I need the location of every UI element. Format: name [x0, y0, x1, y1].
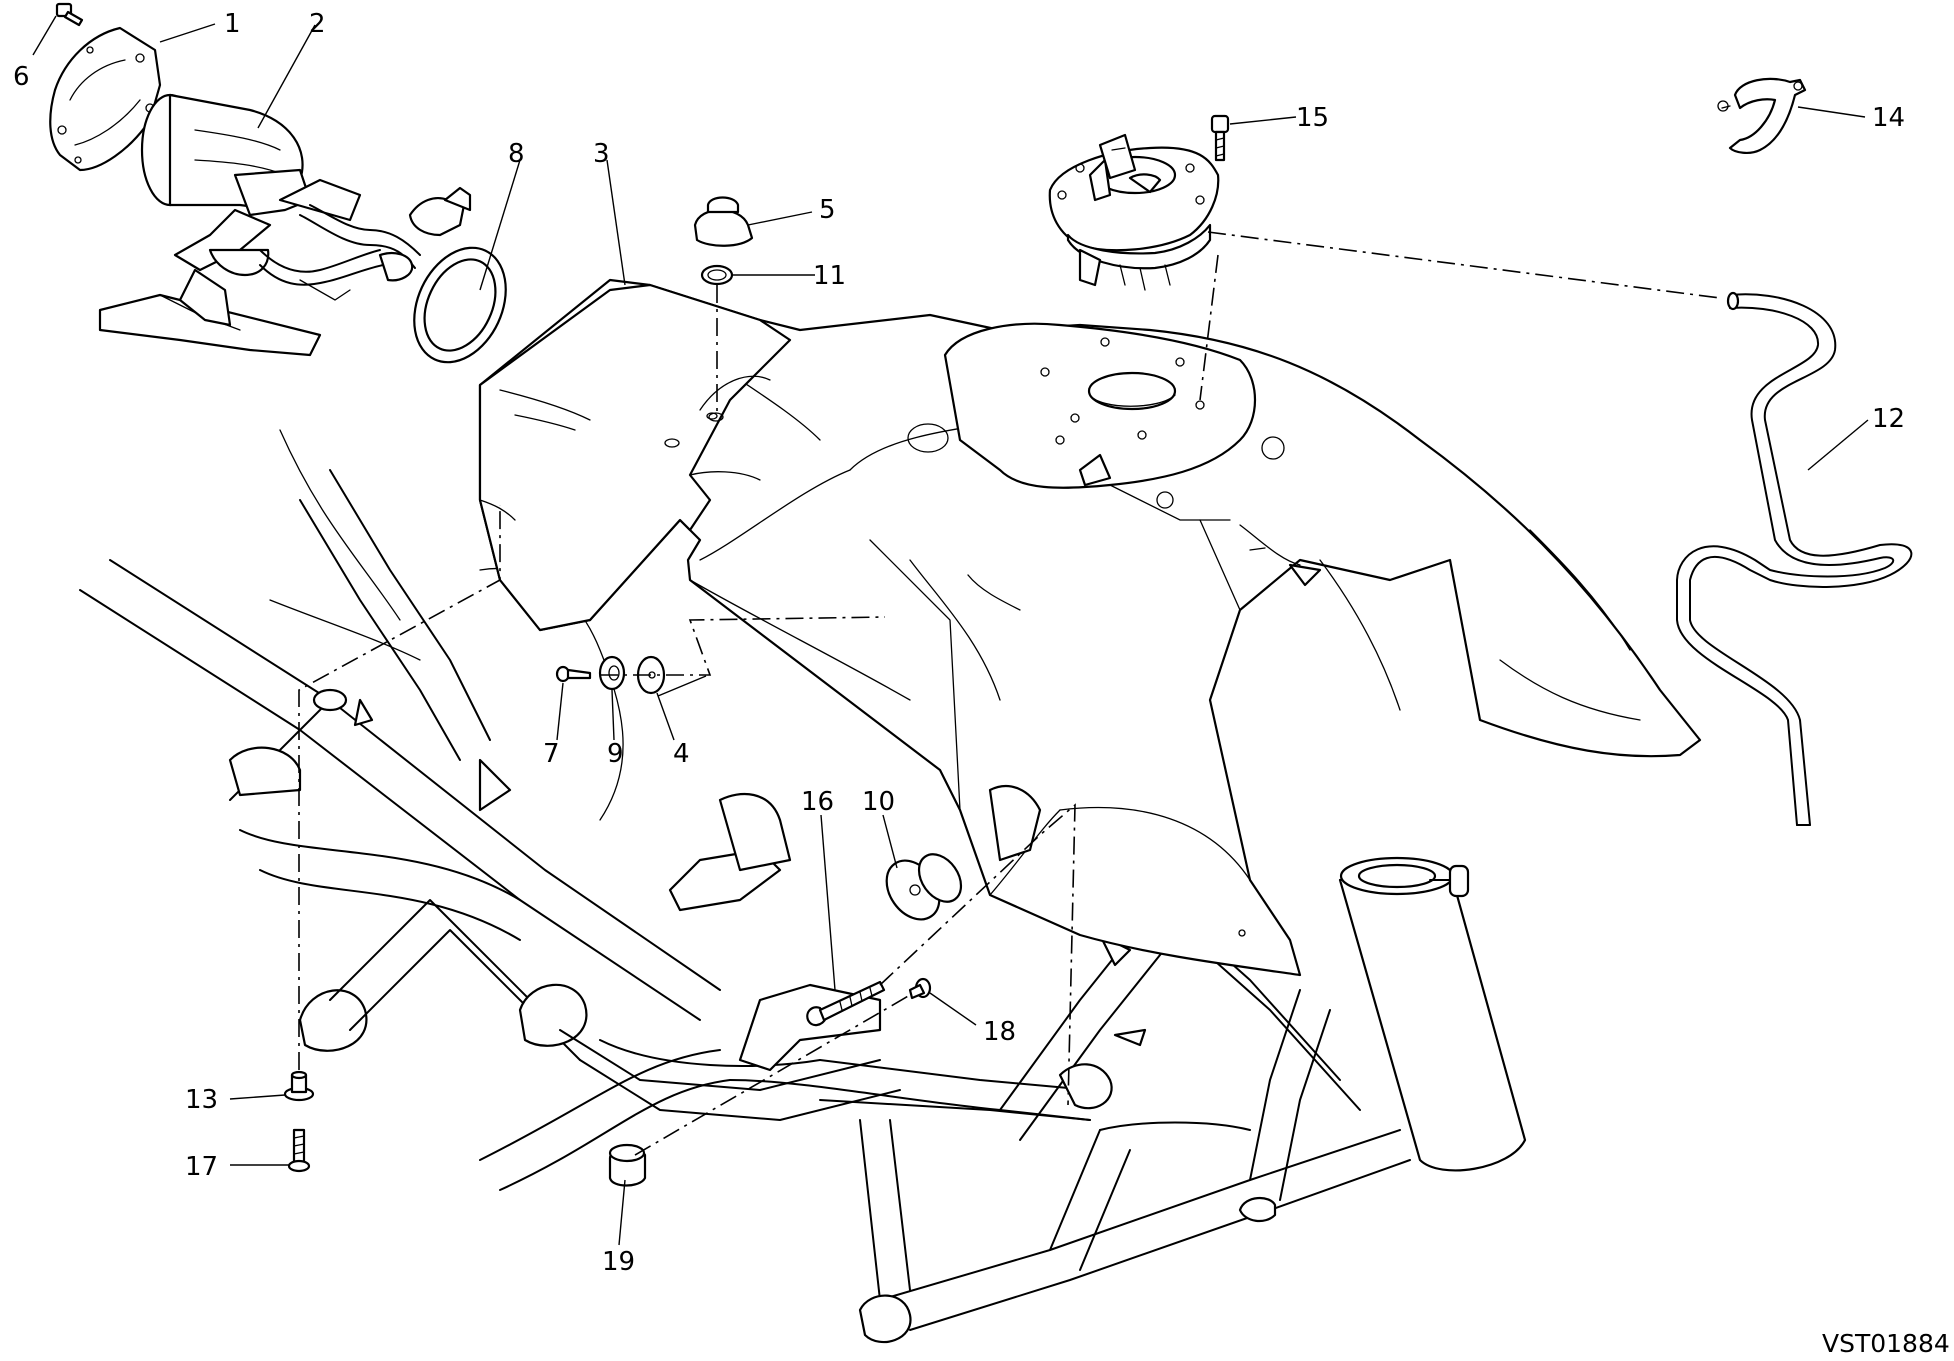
callout-8: 8: [508, 139, 525, 169]
breather-hose-12: [1676, 291, 1913, 826]
assembly-line-12: [1207, 231, 1721, 299]
callout-labels: 1 2 3 4 5 6 7 8 9 10 11 12 13 14 15 16 1…: [13, 9, 1905, 1277]
screw-18: [908, 977, 932, 1000]
ring-gasket-8: [413, 246, 507, 364]
callout-5: 5: [819, 195, 836, 225]
callout-7: 7: [543, 739, 560, 769]
callout-12: 12: [1872, 404, 1905, 434]
vent-cap-5: [693, 196, 754, 247]
filler-cap-assembly: [1048, 133, 1220, 291]
fuel-tank: [478, 278, 1702, 977]
callout-9: 9: [607, 739, 624, 769]
rubber-mount-10: [885, 853, 963, 921]
callout-1: 1: [224, 9, 241, 39]
callout-18: 18: [983, 1017, 1016, 1047]
callout-3: 3: [593, 139, 610, 169]
screw-17: [287, 1128, 311, 1173]
leader-lines: [32, 15, 1869, 1246]
assembly-line-15: [1199, 254, 1219, 401]
hose-clip-14: [1717, 77, 1807, 154]
bushing-9: [598, 655, 626, 691]
assembly-line-19: [634, 994, 911, 1156]
callout-13: 13: [185, 1085, 218, 1115]
fuel-pump: [98, 93, 472, 357]
callout-19: 19: [602, 1247, 635, 1277]
tank-upper-section: [478, 283, 792, 632]
assembly-line-4: [600, 616, 886, 676]
callout-17: 17: [185, 1152, 218, 1182]
callout-11: 11: [813, 261, 846, 291]
spacer-19: [608, 1143, 647, 1187]
grommet-13: [283, 1070, 315, 1102]
callout-15: 15: [1296, 103, 1329, 133]
callout-2: 2: [309, 9, 326, 39]
o-ring-11: [700, 264, 734, 286]
screw-6: [55, 2, 84, 27]
screw-7: [555, 665, 592, 683]
assembly-line-13: [298, 505, 501, 1070]
callout-10: 10: [862, 787, 895, 817]
callout-6: 6: [13, 62, 30, 92]
screw-15: [1210, 114, 1230, 162]
callout-14: 14: [1872, 103, 1905, 133]
callout-16: 16: [801, 787, 834, 817]
drawing-reference-code: VST01884: [1822, 1329, 1950, 1358]
bolt-16: [806, 980, 886, 1027]
motorcycle-frame: [79, 429, 1527, 1344]
callout-4: 4: [673, 739, 690, 769]
assembly-line-10: [879, 803, 1076, 1106]
pump-flange-plate: [49, 26, 162, 172]
